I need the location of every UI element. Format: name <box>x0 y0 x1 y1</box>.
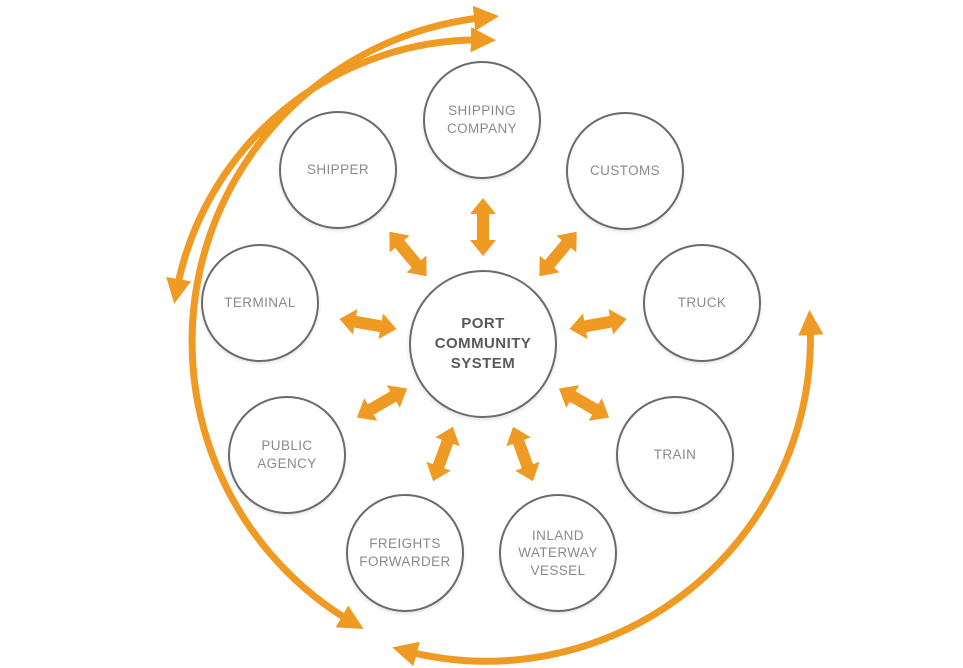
node-label: TRUCK <box>677 295 727 311</box>
node-label: PUBLIC AGENCY <box>257 438 317 471</box>
hub-port-community-system: PORT COMMUNITY SYSTEM <box>409 270 557 418</box>
node-terminal: TERMINAL <box>201 244 319 362</box>
radial-arrow-truck <box>567 306 629 342</box>
node-label: INLAND WATERWAY VESSEL <box>518 527 598 578</box>
radial-arrow-inland-waterway-vessel <box>500 422 546 486</box>
radial-arrow-train <box>552 377 616 429</box>
outer-arc-bottom-right <box>392 309 824 667</box>
node-public-agency: PUBLIC AGENCY <box>228 396 346 514</box>
node-label: TRAIN <box>653 447 697 463</box>
outer-arc-top-left-outer <box>188 5 500 630</box>
node-shipping-company: SHIPPING COMPANY <box>423 61 541 179</box>
radial-arrow-customs <box>529 223 587 285</box>
node-shipper: SHIPPER <box>279 111 397 229</box>
radial-arrow-public-agency <box>350 377 414 429</box>
radial-arrow-shipper <box>379 223 437 285</box>
node-label: SHIPPING COMPANY <box>446 103 518 136</box>
node-label: SHIPPER <box>306 162 370 178</box>
node-label: CUSTOMS <box>589 163 661 179</box>
radial-arrow-terminal <box>337 306 399 342</box>
hub-label: PORT COMMUNITY SYSTEM <box>434 314 532 373</box>
node-customs: CUSTOMS <box>566 112 684 230</box>
node-truck: TRUCK <box>643 244 761 362</box>
node-label: TERMINAL <box>224 295 296 311</box>
radial-arrow-freights-forwarder <box>420 422 466 486</box>
node-label: FREIGHTS FORWARDER <box>359 536 451 569</box>
node-inland-waterway-vessel: INLAND WATERWAY VESSEL <box>499 494 617 612</box>
node-train: TRAIN <box>616 396 734 514</box>
radial-arrow-shipping-company <box>470 198 496 256</box>
node-freights-forwarder: FREIGHTS FORWARDER <box>346 494 464 612</box>
